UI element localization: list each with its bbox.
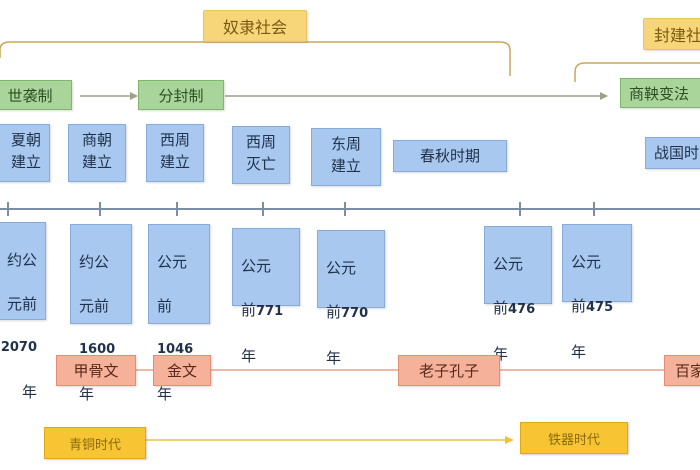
event-western-zhou-fall: 西周 灭亡 <box>232 126 290 184</box>
event-warring-states-label: 战国时 <box>654 144 700 162</box>
event-western-zhou-founded: 西周 建立 <box>146 124 204 182</box>
date-475-pre: 前 <box>571 297 587 315</box>
date-770-pre: 前 <box>326 303 342 321</box>
age-bronze-label: 青铜时代 <box>68 437 121 453</box>
date-770-suffix: 年 <box>326 349 342 367</box>
slave-society-bracket <box>0 41 511 76</box>
culture-laozi-confucius-label: 老子孔子 <box>418 362 479 380</box>
date-1046-line1: 公元 <box>157 253 188 271</box>
event-xia-founded: 夏朝 建立 <box>0 124 50 182</box>
event-eastern-zhou-founded: 东周 建立 <box>311 128 381 186</box>
culture-bronze-script: 金文 <box>153 355 211 386</box>
date-770-year: 770 <box>341 306 369 321</box>
date-475-line1: 公元 <box>571 253 602 271</box>
system-hereditary: 世袭制 <box>0 80 72 110</box>
date-770bc: 公元 前770 年 <box>317 230 385 367</box>
culture-hundred-schools-label: 百家 <box>675 362 700 380</box>
date-1046-suffix: 年 <box>157 385 173 403</box>
date-476-line1: 公元 <box>493 255 524 273</box>
date-476bc: 公元 前476 年 <box>484 226 552 363</box>
feudal-society-bracket <box>574 62 700 82</box>
date-1046-year: 1046 <box>157 342 194 357</box>
event-spring-autumn: 春秋时期 <box>393 140 507 172</box>
date-771-pre: 前 <box>241 301 257 319</box>
date-1600-suffix: 年 <box>79 385 95 403</box>
date-771bc: 公元 前771 年 <box>232 228 300 365</box>
date-475bc: 公元 前475 年 <box>562 224 632 361</box>
age-iron: 铁器时代 <box>520 422 628 454</box>
age-iron-label: 铁器时代 <box>547 432 600 448</box>
date-2070-year: 2070 <box>0 340 37 355</box>
system-arrow-1-head <box>130 92 138 100</box>
era-slave-society-label: 奴隶社会 <box>222 18 287 37</box>
date-771-suffix: 年 <box>241 347 257 365</box>
date-770-line1: 公元 <box>326 259 357 277</box>
date-2070-line2: 元前 <box>6 295 37 313</box>
date-476-suffix: 年 <box>493 345 509 363</box>
system-shang-yang-reform: 商鞅变法 <box>620 78 700 108</box>
era-feudal-society-label: 封建社 <box>654 26 700 45</box>
system-hereditary-label: 世袭制 <box>7 86 53 105</box>
system-enfeoffment-label: 分封制 <box>158 86 204 105</box>
date-771-year: 771 <box>256 304 284 319</box>
date-1600-year: 1600 <box>79 342 116 357</box>
event-shang-founded: 商朝 建立 <box>68 124 126 182</box>
date-476-year: 476 <box>508 302 536 317</box>
age-bronze: 青铜时代 <box>44 427 146 459</box>
culture-bronze-script-label: 金文 <box>166 362 197 380</box>
system-enfeoffment: 分封制 <box>138 80 224 110</box>
era-feudal-society: 封建社 <box>643 18 700 50</box>
date-1046-line2: 前 <box>157 297 173 315</box>
date-2070-suffix: 年 <box>21 383 37 401</box>
date-1600-line2: 元前 <box>79 297 110 315</box>
date-1600-line1: 约公 <box>79 253 110 271</box>
event-warring-states: 战国时 <box>645 137 700 169</box>
date-1600bc: 约公 元前 1600 年 <box>70 224 132 403</box>
system-shang-yang-reform-label: 商鞅变法 <box>629 84 690 103</box>
culture-oracle-bone-label: 甲骨文 <box>73 362 119 380</box>
date-2070-line1: 约公 <box>6 251 37 269</box>
date-771-line1: 公元 <box>241 257 272 275</box>
era-slave-society: 奴隶社会 <box>203 10 307 42</box>
date-475-suffix: 年 <box>571 343 587 361</box>
date-2070bc: 约公 元前 2070 年 <box>0 222 46 401</box>
event-spring-autumn-label: 春秋时期 <box>419 147 480 165</box>
date-476-pre: 前 <box>493 299 509 317</box>
age-arrow-head <box>505 436 514 444</box>
culture-hundred-schools: 百家 <box>664 355 700 386</box>
culture-laozi-confucius: 老子孔子 <box>398 355 500 386</box>
date-475-year: 475 <box>586 300 614 315</box>
date-1046bc: 公元 前 1046 年 <box>148 224 210 403</box>
system-arrow-2-head <box>600 92 608 100</box>
timeline-ticks <box>7 202 595 216</box>
culture-oracle-bone: 甲骨文 <box>56 355 136 386</box>
